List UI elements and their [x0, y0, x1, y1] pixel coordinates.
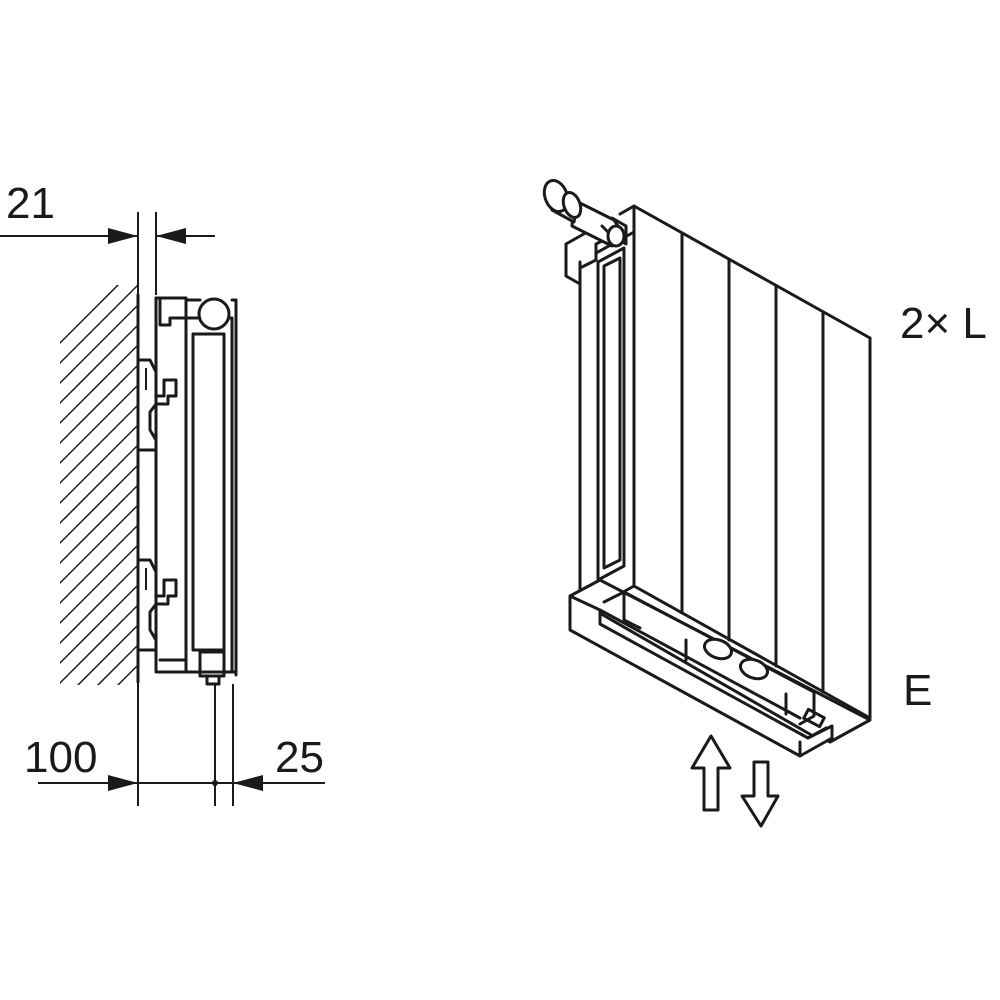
- side-view: 21: [0, 179, 325, 806]
- radiator-side-profile: [154, 296, 238, 686]
- connection-label: 2× L: [900, 299, 987, 348]
- wall-hatching: [60, 285, 138, 685]
- flow-arrow-down-icon: [740, 760, 780, 828]
- dimension-100-25: [38, 775, 325, 791]
- connection-port-1: [702, 637, 734, 661]
- iso-view: 2× L E: [542, 179, 987, 828]
- wall-bracket-lower: [138, 558, 178, 652]
- radiator-bottom-tray: [568, 578, 872, 758]
- mode-label: E: [903, 666, 932, 715]
- dim-25-label: 25: [275, 733, 324, 782]
- dim-21-label: 21: [6, 179, 55, 228]
- radiator-front-face: [618, 204, 872, 720]
- flow-arrow-up-icon: [690, 734, 732, 812]
- connection-port-2: [738, 657, 770, 681]
- dimension-21: [0, 228, 215, 244]
- dim-100-label: 100: [24, 733, 97, 782]
- radiator-side-face: [564, 216, 636, 618]
- wall-bracket-upper: [138, 358, 178, 452]
- valve-knob: [197, 297, 231, 331]
- valve-head: [542, 179, 628, 248]
